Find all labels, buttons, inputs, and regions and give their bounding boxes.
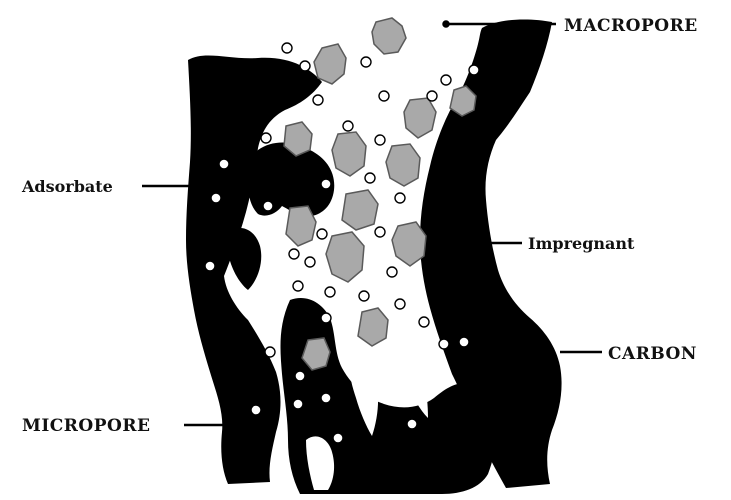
channel-2 <box>394 334 428 418</box>
impregnant-particle <box>314 44 346 84</box>
adsorbate-molecule <box>361 57 371 67</box>
adsorbate-molecule <box>293 281 303 291</box>
adsorbate-molecule <box>321 313 331 323</box>
impregnant-particle <box>392 222 426 266</box>
impregnant-particle <box>326 232 364 282</box>
adsorbate-molecule <box>439 339 449 349</box>
adsorbate-molecule <box>305 257 315 267</box>
adsorbate-molecule <box>321 393 331 403</box>
label-macropore: MACROPORE <box>564 16 698 36</box>
adsorbate-molecule <box>365 173 375 183</box>
adsorbate-molecule <box>469 65 479 75</box>
label-carbon: CARBON <box>608 344 697 364</box>
adsorbate-molecule <box>293 399 303 409</box>
adsorbate-molecule <box>205 261 215 271</box>
adsorbate-molecule <box>265 347 275 357</box>
adsorbate-molecule <box>295 371 305 381</box>
adsorbate-molecule <box>395 193 405 203</box>
label-impregnant: Impregnant <box>528 234 635 253</box>
adsorbate-molecule <box>379 91 389 101</box>
adsorbate-molecule <box>407 419 417 429</box>
adsorbate-molecule <box>419 317 429 327</box>
adsorbate-molecule <box>325 287 335 297</box>
impregnant-particle <box>372 18 406 54</box>
carbon-appendage <box>227 228 261 290</box>
adsorbate-molecule <box>375 135 385 145</box>
adsorbate-molecule <box>289 249 299 259</box>
adsorbate-molecule <box>395 299 405 309</box>
impregnant-particle <box>286 206 316 246</box>
impregnant-particle <box>358 308 388 346</box>
adsorbate-molecule <box>375 227 385 237</box>
adsorbate-molecule <box>313 95 323 105</box>
impregnant-particle <box>404 98 436 138</box>
adsorbate-molecule <box>261 133 271 143</box>
adsorbate-molecule <box>251 405 261 415</box>
adsorbate-molecule <box>441 75 451 85</box>
leader-macropore-dot <box>444 22 449 27</box>
adsorbate-molecule <box>359 291 369 301</box>
label-adsorbate: Adsorbate <box>21 177 113 196</box>
adsorbate-molecule <box>263 201 273 211</box>
adsorbate-molecule <box>459 337 469 347</box>
impregnant-particle <box>386 144 420 186</box>
adsorbate-molecule <box>343 121 353 131</box>
impregnant-particle <box>342 190 378 230</box>
adsorbate-molecule <box>427 91 437 101</box>
adsorbate-molecule <box>321 179 331 189</box>
adsorbate-molecule <box>333 433 343 443</box>
carbon-inner-blob <box>248 143 334 217</box>
adsorbate-molecule <box>211 193 221 203</box>
adsorbate-molecule <box>300 61 310 71</box>
impregnant-particle <box>332 132 366 176</box>
adsorbate-molecule <box>317 229 327 239</box>
adsorbate-molecule <box>387 267 397 277</box>
label-micropore: MICROPORE <box>22 416 150 436</box>
adsorbate-molecule <box>282 43 292 53</box>
adsorbate-molecule <box>219 159 229 169</box>
